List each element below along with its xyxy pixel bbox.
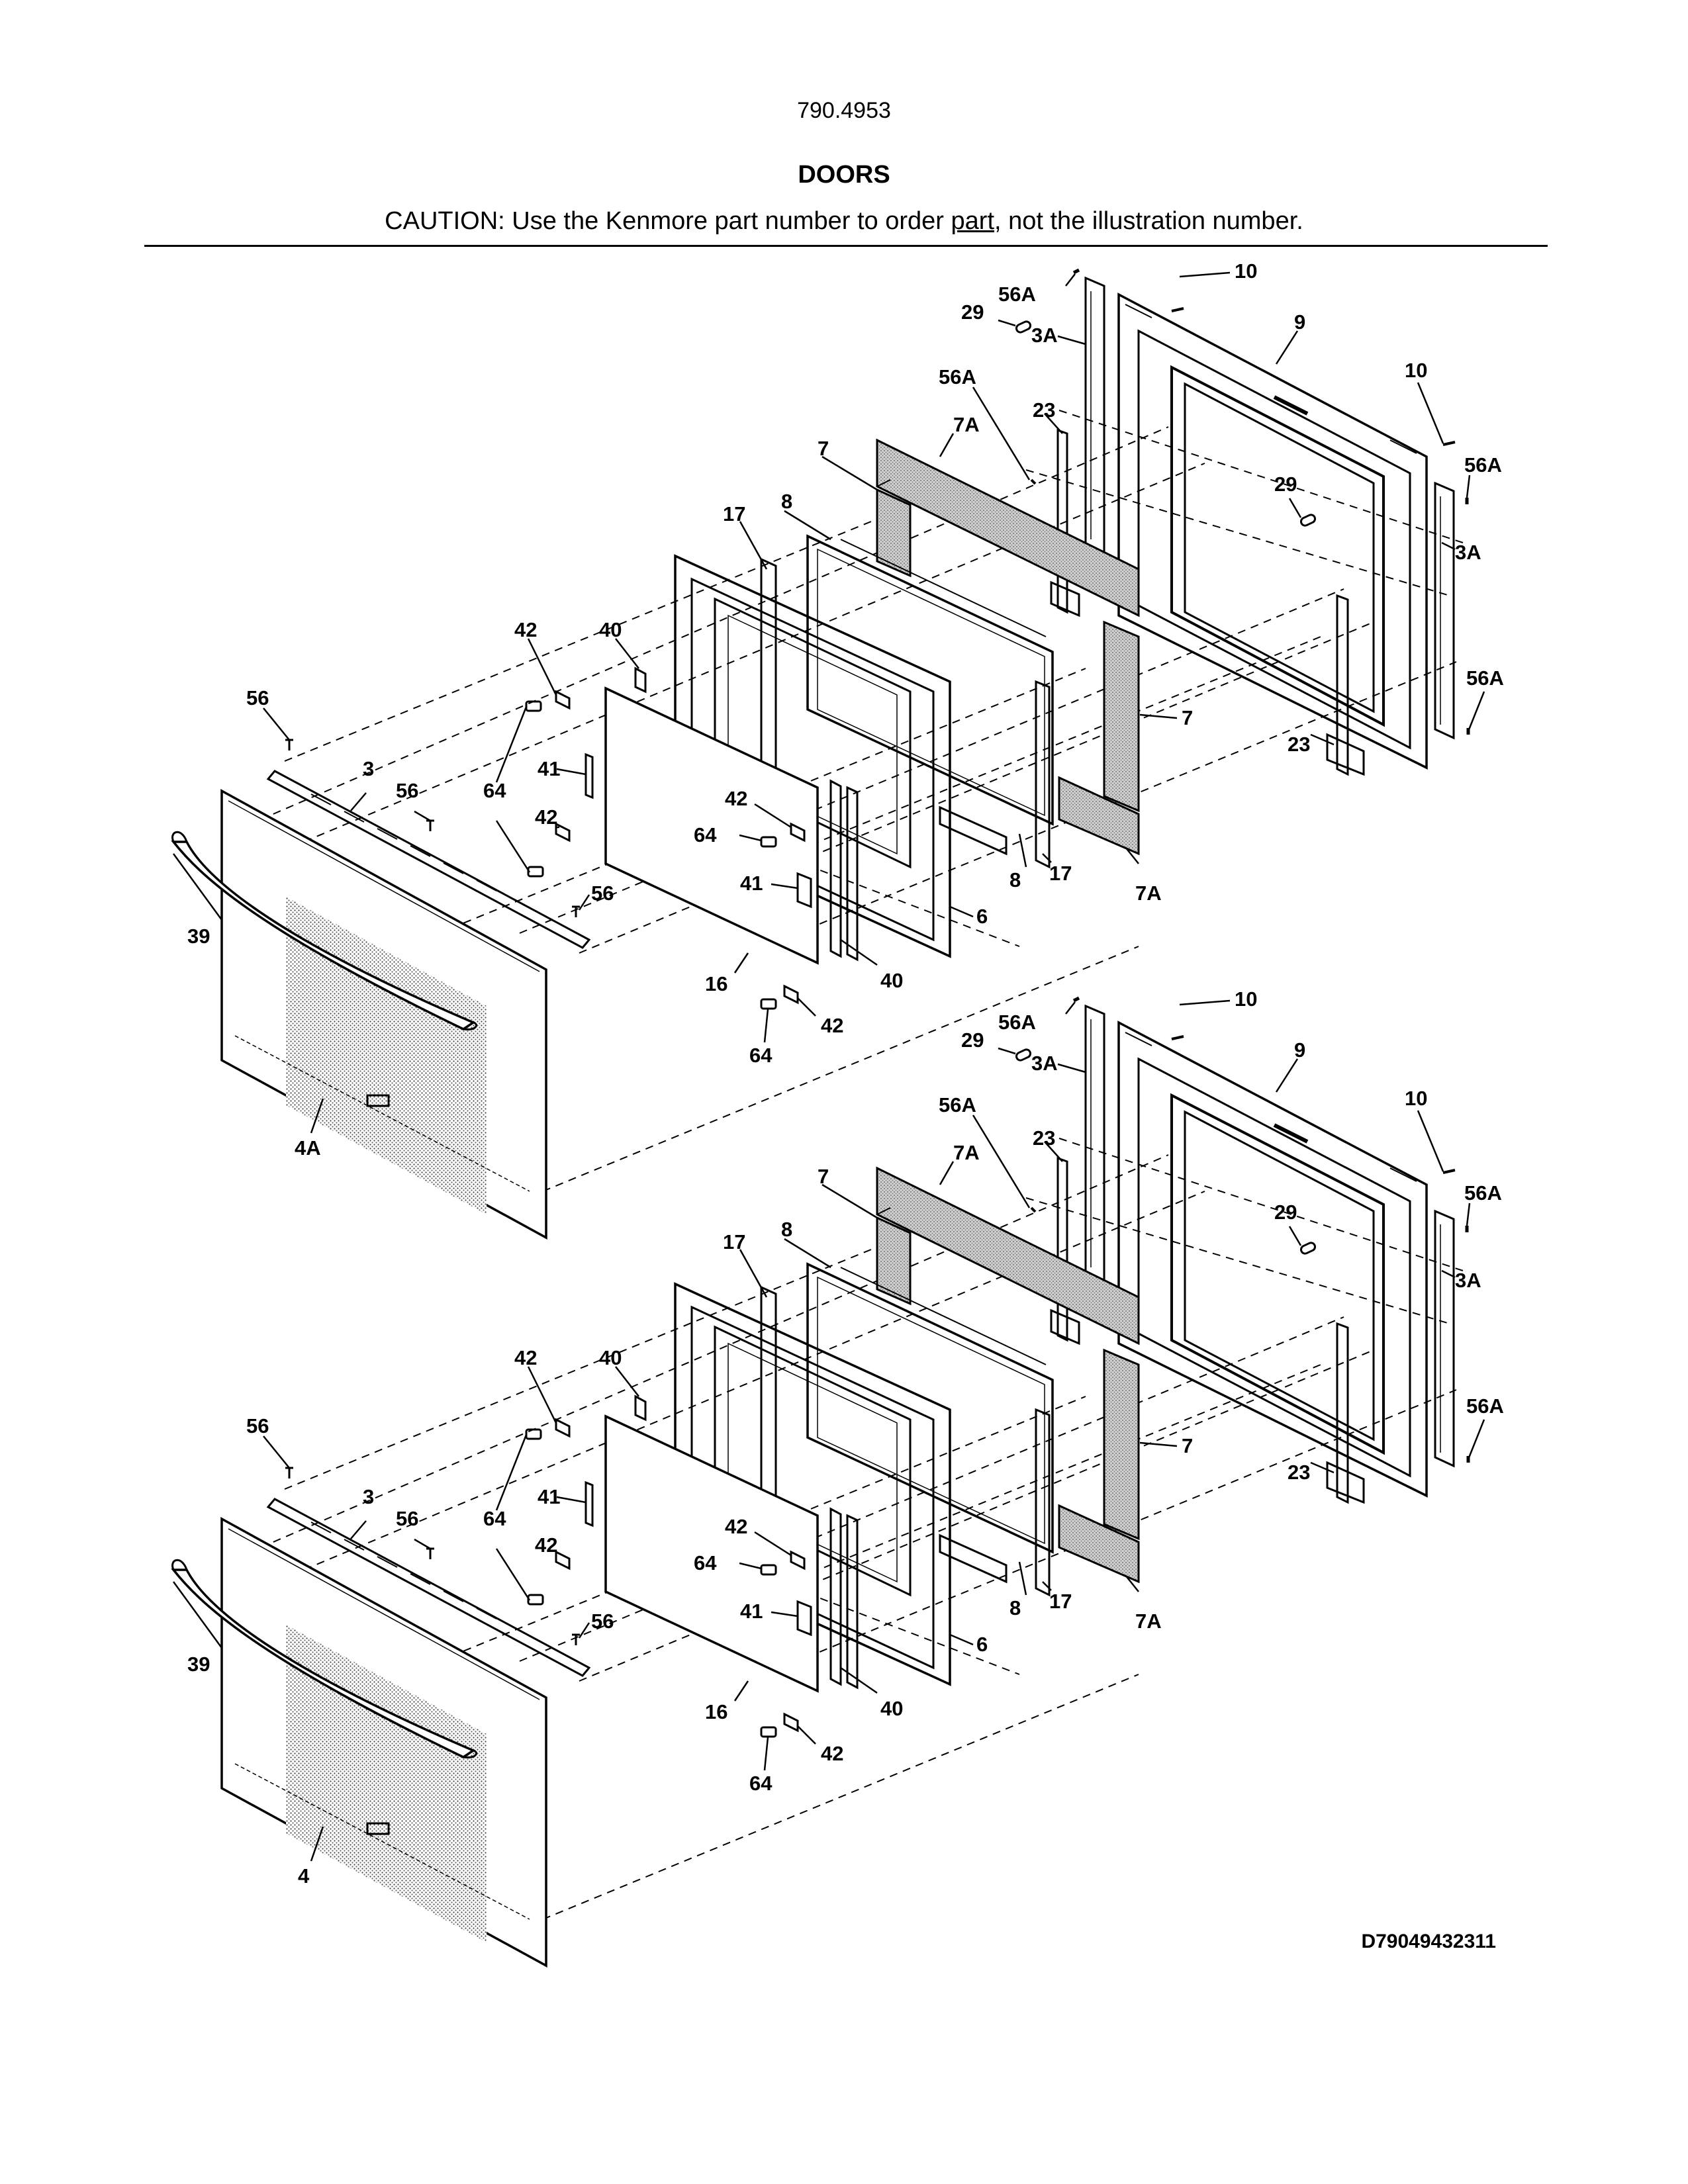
callout-7A: 7A: [1135, 882, 1162, 905]
callout-56A: 56A: [939, 365, 976, 388]
callout-42: 42: [535, 805, 557, 829]
callout-40: 40: [599, 618, 622, 641]
model-number: 790.4953: [797, 98, 891, 123]
callout-64: 64: [483, 779, 506, 802]
callout-17: 17: [1049, 862, 1072, 885]
callout-4: 4: [298, 1864, 310, 1888]
callout-56A: 56A: [998, 283, 1036, 306]
upper-leader-lines: [172, 271, 1485, 1134]
callout-6: 6: [976, 905, 988, 928]
callout-56A: 56A: [998, 1011, 1036, 1034]
callout-8: 8: [1009, 868, 1021, 891]
callout-64: 64: [694, 1551, 717, 1574]
callout-9: 9: [1294, 1038, 1305, 1062]
callout-56A: 56A: [1466, 666, 1504, 690]
callout-42: 42: [514, 618, 537, 641]
callout-7: 7: [818, 437, 829, 460]
callout-64: 64: [483, 1507, 506, 1530]
callout-9: 9: [1294, 310, 1305, 334]
callout-7: 7: [1182, 706, 1193, 729]
callout-7A: 7A: [953, 413, 980, 436]
callout-23: 23: [1033, 398, 1055, 422]
callout-56: 56: [591, 1610, 614, 1633]
callout-8: 8: [781, 490, 792, 513]
callout-7A: 7A: [1135, 1610, 1162, 1633]
callout-4A: 4A: [295, 1136, 321, 1160]
callout-56: 56: [246, 1414, 269, 1437]
callout-10: 10: [1405, 359, 1427, 382]
callout-40: 40: [880, 1697, 903, 1720]
lower-leader-lines: [172, 999, 1485, 1862]
callout-10: 10: [1235, 987, 1257, 1011]
caution-note: CAUTION: Use the Kenmore part number to …: [0, 207, 1688, 236]
callout-8: 8: [781, 1218, 792, 1241]
callout-39: 39: [187, 925, 210, 948]
callout-42: 42: [821, 1742, 843, 1765]
callout-29: 29: [1274, 1201, 1297, 1224]
callout-56: 56: [396, 779, 418, 802]
callout-23: 23: [1288, 733, 1310, 756]
callout-56: 56: [246, 686, 269, 709]
callout-23: 23: [1033, 1126, 1055, 1150]
callout-42: 42: [535, 1533, 557, 1557]
callout-10: 10: [1235, 259, 1257, 283]
callout-40: 40: [599, 1346, 622, 1369]
callout-40: 40: [880, 969, 903, 992]
callout-41: 41: [740, 872, 763, 895]
callout-42: 42: [725, 787, 747, 810]
upper-door-drawing: [173, 270, 1468, 1238]
callout-16: 16: [705, 1700, 727, 1723]
callout-56A: 56A: [939, 1093, 976, 1116]
callout-8: 8: [1009, 1596, 1021, 1619]
callout-29: 29: [961, 1028, 984, 1052]
callout-56A: 56A: [1464, 453, 1502, 477]
callout-64: 64: [749, 1772, 773, 1795]
callout-17: 17: [1049, 1590, 1072, 1613]
callout-39: 39: [187, 1653, 210, 1676]
callout-7: 7: [1182, 1434, 1193, 1457]
lower-door-assembly: 10 56A 29 3A 9 56A 10 23 7A 7 56A 8 29 1…: [173, 987, 1504, 1966]
caution-text-end: , not the illustration number.: [994, 207, 1303, 235]
callout-3: 3: [363, 1485, 374, 1508]
callout-3A: 3A: [1455, 541, 1481, 564]
callout-41: 41: [538, 1485, 560, 1508]
callout-17: 17: [723, 1230, 745, 1253]
callout-64: 64: [749, 1044, 773, 1067]
callout-16: 16: [705, 972, 727, 995]
callout-17: 17: [723, 502, 745, 525]
callout-41: 41: [538, 757, 560, 780]
upper-door-assembly: 10 56A 29 3A 9 56A 10 23 7A 7 56A 8 29 1…: [173, 259, 1504, 1238]
drawing-id: D79049432311: [1361, 1931, 1496, 1952]
callout-3: 3: [363, 757, 374, 780]
callout-42: 42: [725, 1515, 747, 1538]
lower-callout-labels: 10 56A 29 3A 9 56A 10 23 7A 7 56A 8 29 1…: [187, 987, 1504, 1888]
callout-7A: 7A: [953, 1141, 980, 1164]
callout-29: 29: [1274, 473, 1297, 496]
section-title: DOORS: [798, 161, 890, 189]
callout-3A: 3A: [1455, 1269, 1481, 1292]
callout-42: 42: [821, 1014, 843, 1037]
callout-10: 10: [1405, 1087, 1427, 1110]
callout-64: 64: [694, 823, 717, 846]
callout-56A: 56A: [1466, 1394, 1504, 1418]
callout-56: 56: [591, 882, 614, 905]
upper-callout-labels: 10 56A 29 3A 9 56A 10 23 7A 7 56A 8 29 1…: [187, 259, 1504, 1160]
callout-23: 23: [1288, 1461, 1310, 1484]
callout-3A: 3A: [1031, 1052, 1058, 1075]
callout-6: 6: [976, 1633, 988, 1656]
callout-7: 7: [818, 1165, 829, 1188]
callout-29: 29: [961, 300, 984, 324]
callout-56A: 56A: [1464, 1181, 1502, 1205]
callout-56: 56: [396, 1507, 418, 1530]
callout-3A: 3A: [1031, 324, 1058, 347]
caution-underlined-word: part: [951, 207, 994, 235]
caution-text-start: CAUTION: Use the Kenmore part number to …: [385, 207, 951, 235]
header-divider: [144, 245, 1548, 247]
callout-42: 42: [514, 1346, 537, 1369]
callout-41: 41: [740, 1600, 763, 1623]
